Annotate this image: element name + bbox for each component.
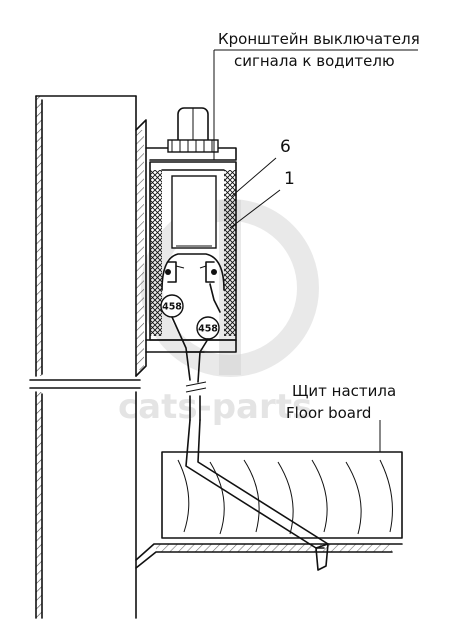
vertical-post [29, 95, 141, 619]
floor-label-en: Floor board [286, 404, 371, 422]
bracket-label-line2: сигнала к водителю [234, 52, 395, 70]
terminal-tag-b-label: 458 [198, 324, 218, 335]
terminal-tag-b: 458 [196, 316, 220, 340]
floor-board [135, 451, 403, 569]
terminal-tag-a: 458 [160, 294, 184, 318]
floor-label-ru: Щит настила [292, 382, 396, 400]
switch-housing [149, 161, 237, 341]
bracket-label-line1: Кронштейн выключателя [218, 30, 420, 48]
switch-stem [167, 107, 219, 153]
watermark-text: cats-parts [118, 387, 312, 427]
leader-lines [213, 49, 418, 452]
callout-1: 1 [284, 169, 295, 189]
terminal-tag-a-label: 458 [162, 302, 182, 313]
callout-6: 6 [280, 137, 291, 157]
